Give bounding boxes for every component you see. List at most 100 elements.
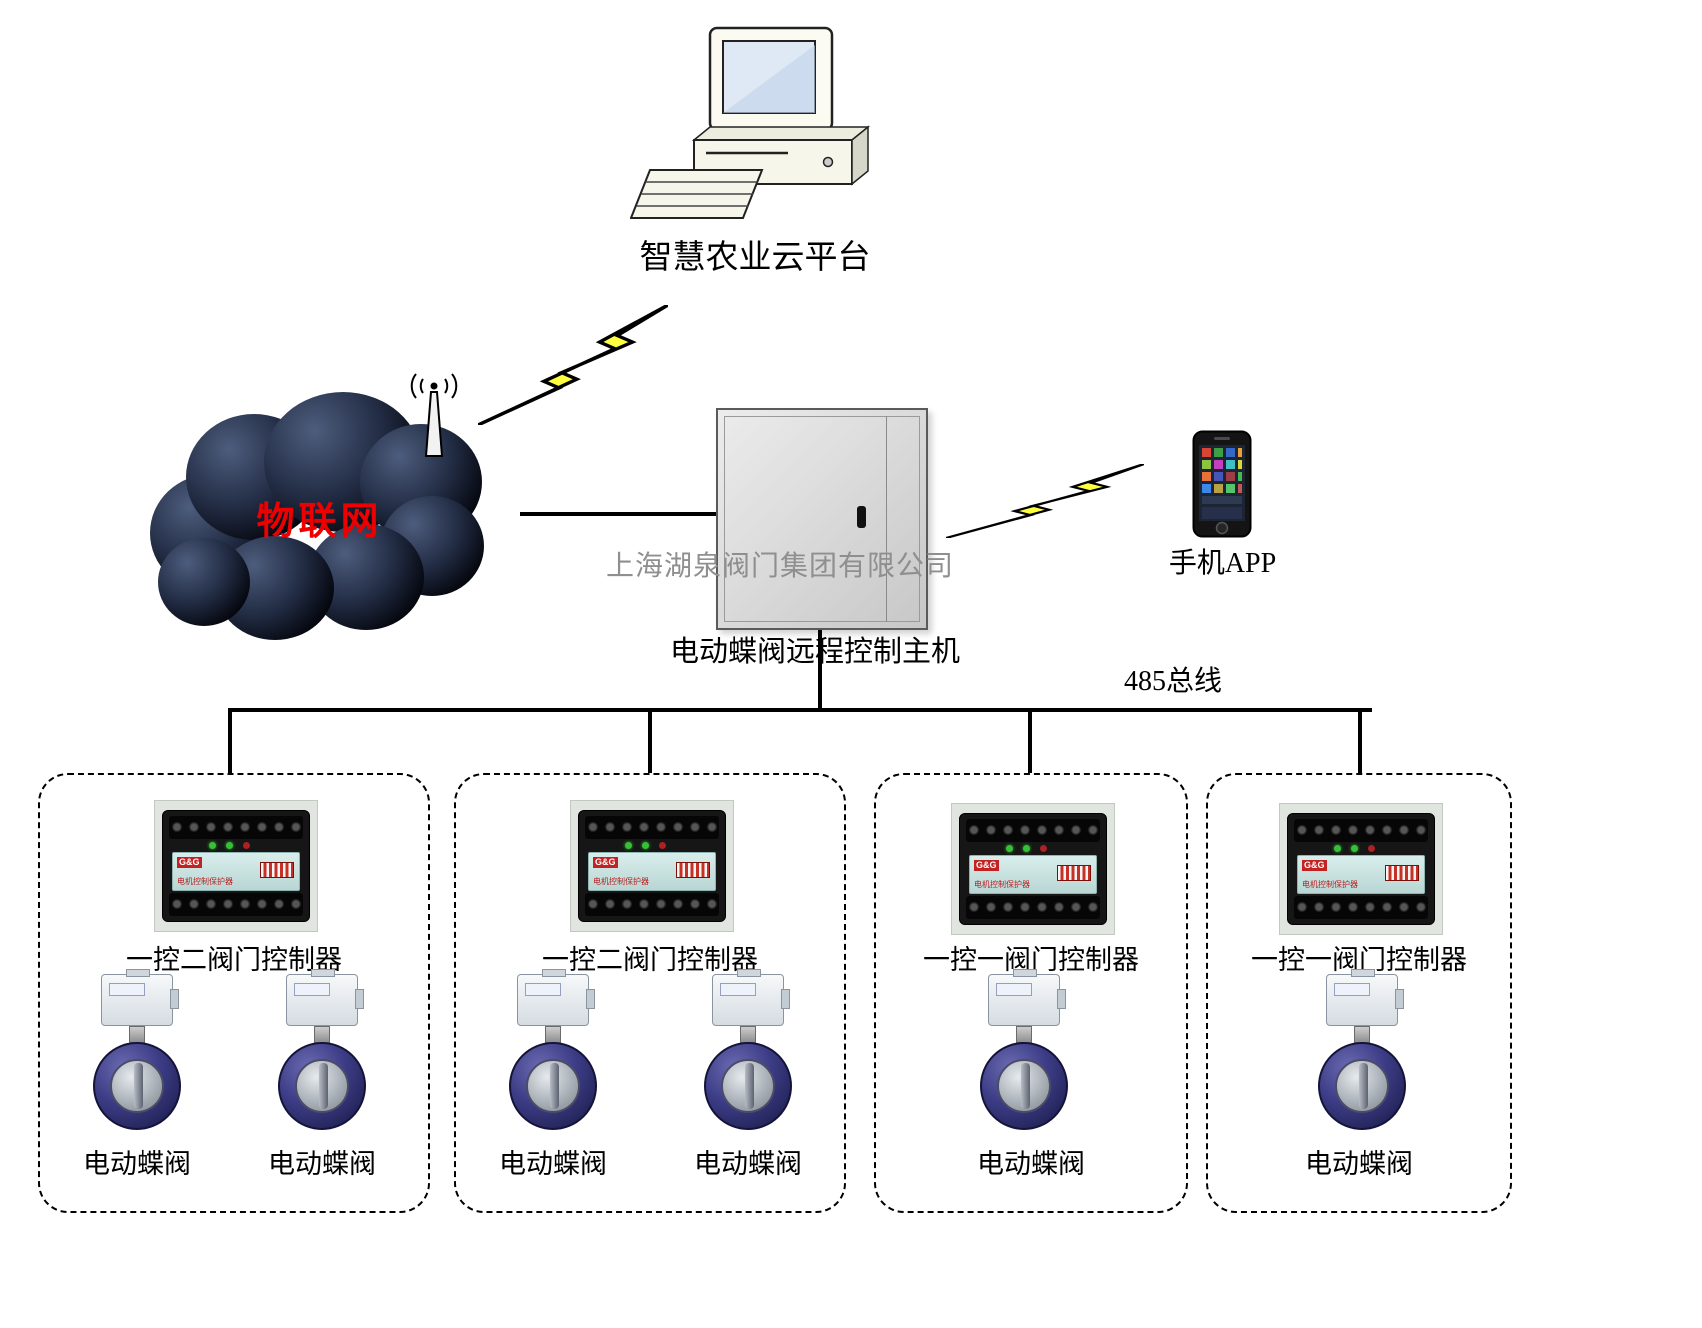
valve-actuator <box>286 969 364 1026</box>
bus-drop-2 <box>648 708 652 775</box>
valve-disc-bar <box>745 1063 754 1109</box>
brand-logo: G&G <box>177 857 202 868</box>
valve-label: 电动蝶阀 <box>977 1149 1085 1179</box>
terminal-strip <box>585 893 719 916</box>
controller-label: 一控二阀门控制器 <box>126 945 342 975</box>
valve-stem <box>545 1026 561 1043</box>
panel-text: 电机控制保护器 <box>177 877 233 886</box>
led-red <box>1368 845 1375 852</box>
terminal-strip <box>966 896 1100 919</box>
watermark-text: 上海湖泉阀门集团有限公司 <box>605 551 954 582</box>
dip-switch <box>260 862 294 878</box>
valve-group-2: G&G 电机控制保护器 一控二阀门控制器 电动蝶阀 电动蝶阀 <box>454 773 846 1213</box>
bus-drop-1 <box>228 708 232 775</box>
led-green <box>226 842 233 849</box>
status-leds <box>1334 845 1375 852</box>
valve-controller-device: G&G 电机控制保护器 <box>1287 813 1435 925</box>
valve-controller-photo: G&G 电机控制保护器 <box>154 800 318 932</box>
bus-drop-3 <box>1028 708 1032 775</box>
actuator-tag <box>1334 983 1370 996</box>
valve-label: 电动蝶阀 <box>268 1149 376 1179</box>
led-green <box>209 842 216 849</box>
valve-controller-photo: G&G 电机控制保护器 <box>570 800 734 932</box>
panel-text: 电机控制保护器 <box>1302 880 1358 889</box>
controller-panel: G&G 电机控制保护器 <box>172 852 300 891</box>
valve-disc <box>295 1059 349 1113</box>
valve-controller-device: G&G 电机控制保护器 <box>578 810 726 922</box>
valve-disc <box>110 1059 164 1113</box>
bus-drop-4 <box>1358 708 1362 775</box>
actuator-tag <box>525 983 561 996</box>
butterfly-valve <box>1307 969 1417 1138</box>
controller-panel: G&G 电机控制保护器 <box>1297 855 1425 894</box>
valve-disc <box>997 1059 1051 1113</box>
valve-actuator <box>1326 969 1404 1026</box>
actuator-tag <box>294 983 330 996</box>
butterfly-valve <box>969 969 1079 1138</box>
brand-logo: G&G <box>974 860 999 871</box>
iot-cloud-shape: 物联网 <box>150 388 487 650</box>
led-green <box>625 842 632 849</box>
led-green <box>1006 845 1013 852</box>
valve-label: 电动蝶阀 <box>83 1149 191 1179</box>
dip-switch <box>1385 865 1419 881</box>
lightning-bolt-icon <box>946 464 1144 538</box>
terminal-strip <box>585 816 719 839</box>
actuator-tag <box>996 983 1032 996</box>
actuator-tag <box>109 983 145 996</box>
valve-body <box>93 1042 181 1130</box>
bus-line-485 <box>228 708 1372 712</box>
valve-body <box>509 1042 597 1130</box>
lightning-bolt-icon <box>478 305 668 425</box>
desktop-computer-icon <box>630 26 871 219</box>
valve-disc-bar <box>1021 1063 1030 1109</box>
dip-switch <box>676 862 710 878</box>
valve-actuator <box>712 969 790 1026</box>
valve-label: 电动蝶阀 <box>1305 1149 1413 1179</box>
brand-logo: G&G <box>1302 860 1327 871</box>
status-leds <box>209 842 250 849</box>
led-green <box>642 842 649 849</box>
valve-label: 电动蝶阀 <box>694 1149 802 1179</box>
valve-group-3: G&G 电机控制保护器 一控一阀门控制器 电动蝶阀 <box>874 773 1188 1213</box>
valve-body <box>1318 1042 1406 1130</box>
panel-text: 电机控制保护器 <box>974 880 1030 889</box>
actuator-tag <box>720 983 756 996</box>
bus-label: 485总线 <box>1123 666 1222 697</box>
controller-panel: G&G 电机控制保护器 <box>969 855 1097 894</box>
led-red <box>1040 845 1047 852</box>
status-leds <box>625 842 666 849</box>
butterfly-valve <box>498 969 608 1138</box>
valve-controller-device: G&G 电机控制保护器 <box>959 813 1107 925</box>
dip-switch <box>1057 865 1091 881</box>
line-cloud-to-host <box>520 512 718 516</box>
cabinet-handle-icon <box>857 506 866 528</box>
antenna-icon <box>410 373 458 457</box>
valve-body <box>980 1042 1068 1130</box>
host-label: 电动蝶阀远程控制主机 <box>669 636 960 668</box>
terminal-strip <box>1294 819 1428 842</box>
valve-actuator <box>517 969 595 1026</box>
valve-disc-bar <box>1359 1063 1368 1109</box>
butterfly-valve <box>267 969 377 1138</box>
led-red <box>243 842 250 849</box>
valve-disc-bar <box>550 1063 559 1109</box>
brand-logo: G&G <box>593 857 618 868</box>
valve-disc <box>721 1059 775 1113</box>
led-green <box>1351 845 1358 852</box>
butterfly-valve <box>82 969 192 1138</box>
valve-stem <box>314 1026 330 1043</box>
valve-stem <box>740 1026 756 1043</box>
status-leds <box>1006 845 1047 852</box>
valve-stem <box>1354 1026 1370 1043</box>
terminal-strip <box>966 819 1100 842</box>
valve-group-1: G&G 电机控制保护器 一控二阀门控制器 电动蝶阀 电动蝶阀 <box>38 773 430 1213</box>
valve-controller-device: G&G 电机控制保护器 <box>162 810 310 922</box>
valve-stem <box>1016 1026 1032 1043</box>
controller-panel: G&G 电机控制保护器 <box>588 852 716 891</box>
valve-disc-bar <box>134 1063 143 1109</box>
controller-label: 一控二阀门控制器 <box>542 945 758 975</box>
cabinet-door <box>724 416 920 622</box>
smartphone-icon <box>1192 430 1252 538</box>
valve-disc-bar <box>319 1063 328 1109</box>
